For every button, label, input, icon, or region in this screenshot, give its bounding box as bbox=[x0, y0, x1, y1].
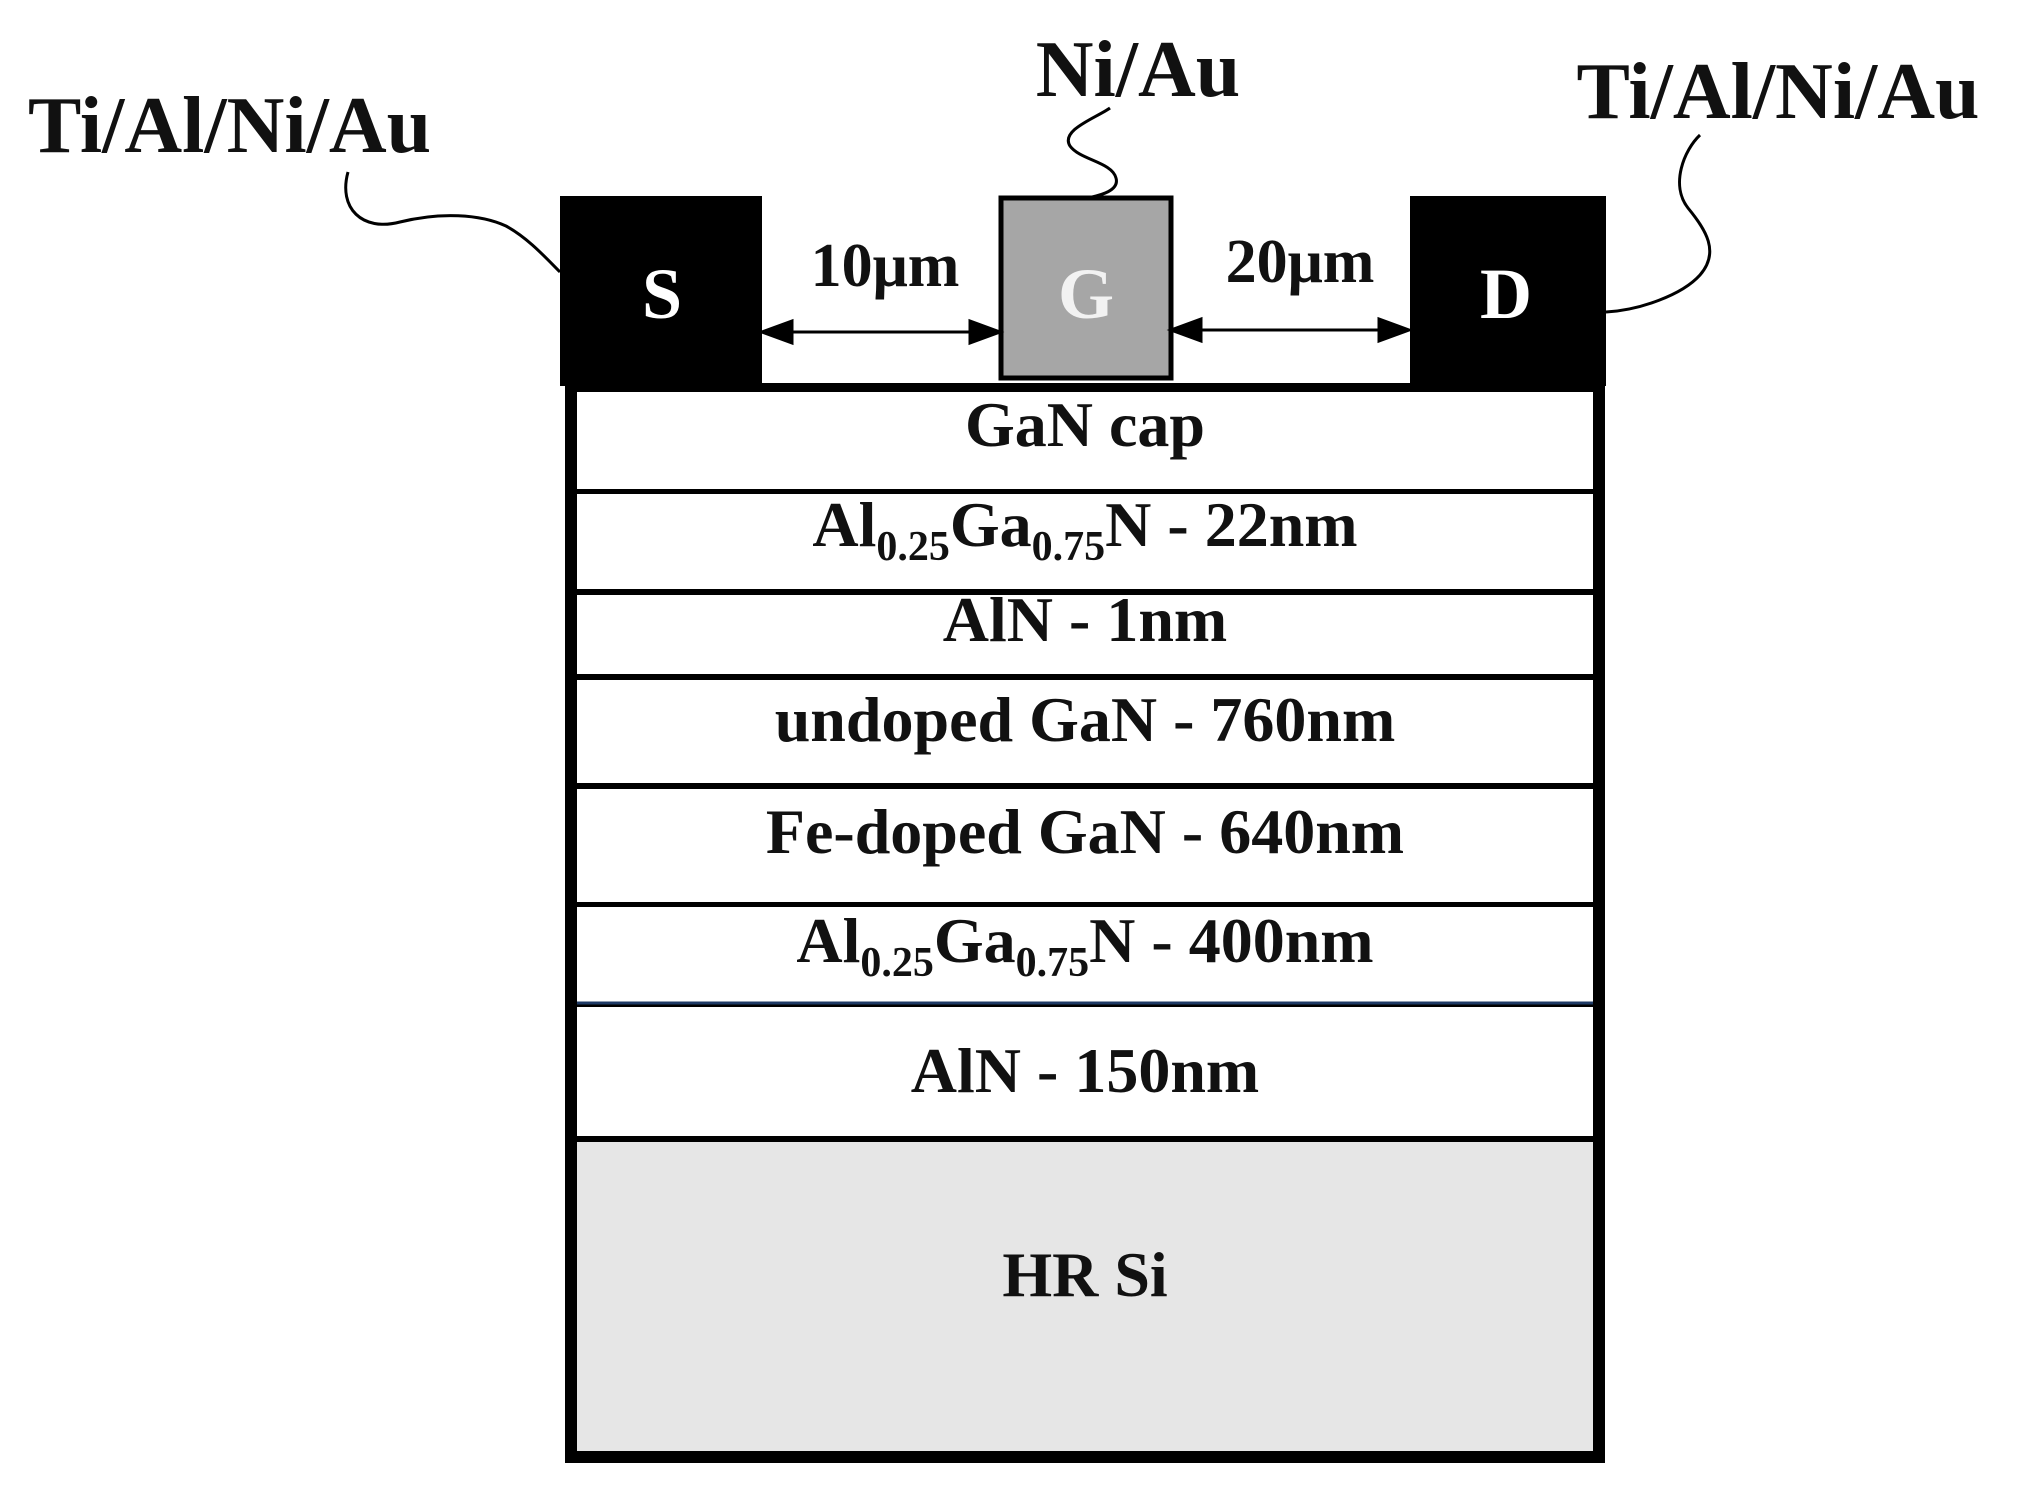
layer-label-gan-cap: GaN cap bbox=[965, 389, 1205, 460]
label-text: HR Si bbox=[1002, 1239, 1167, 1310]
layer-hr-si bbox=[577, 1142, 1593, 1451]
source-gate-spacing-arrow bbox=[757, 318, 1005, 346]
gate-drain-spacing-arrow bbox=[1166, 316, 1414, 344]
label-text: undoped GaN - 760nm bbox=[775, 684, 1396, 755]
subscript: 0.25 bbox=[860, 940, 934, 986]
layer-label-undoped-gan: undoped GaN - 760nm bbox=[775, 684, 1396, 755]
drain-contact bbox=[1410, 196, 1606, 386]
label-text: Fe-doped GaN - 640nm bbox=[766, 796, 1404, 867]
label-text: Ga bbox=[934, 905, 1016, 976]
layer-gan-cap bbox=[577, 392, 1593, 489]
subscript: 0.25 bbox=[876, 524, 950, 570]
drain-leader-line bbox=[1605, 133, 1712, 314]
source-gate-spacing-label: 10μm bbox=[811, 232, 960, 300]
layer-label-aln-1nm: AlN - 1nm bbox=[943, 584, 1227, 655]
layer-label-fe-doped-gan: Fe-doped GaN - 640nm bbox=[766, 796, 1404, 867]
layer-label-aln-150nm: AlN - 150nm bbox=[911, 1035, 1259, 1106]
layer-aln-1nm bbox=[577, 595, 1593, 674]
drain-letter: D bbox=[1480, 254, 1532, 334]
layer-fe-doped-gan bbox=[577, 789, 1593, 902]
gate-letter: G bbox=[1058, 254, 1114, 334]
layer-label-hr-si: HR Si bbox=[1002, 1239, 1167, 1310]
drain-metal-label: Ti/Al/Ni/Au bbox=[1576, 48, 1979, 136]
subscript: 0.75 bbox=[1016, 940, 1090, 986]
layer-label-algan-400nm: Al0.25Ga0.75N - 400nm bbox=[796, 905, 1373, 986]
gate-metal-label: Ni/Au bbox=[1036, 26, 1241, 114]
label-text: N - 400nm bbox=[1089, 905, 1373, 976]
source-letter: S bbox=[642, 254, 682, 334]
layer-undoped-gan bbox=[577, 680, 1593, 783]
gate-contact bbox=[998, 195, 1174, 381]
layer-algan-400nm bbox=[577, 907, 1593, 1002]
label-text: Ga bbox=[950, 489, 1032, 560]
label-text: Al bbox=[812, 489, 876, 560]
source-metal-label: Ti/Al/Ni/Au bbox=[28, 82, 431, 170]
label-text: AlN - 150nm bbox=[911, 1035, 1259, 1106]
gate-drain-spacing-label: 20μm bbox=[1226, 228, 1375, 296]
source-contact bbox=[560, 196, 762, 386]
gate-leader-line bbox=[1066, 106, 1118, 200]
label-text: Al bbox=[796, 905, 860, 976]
source-leader-line bbox=[344, 171, 562, 274]
subscript: 0.75 bbox=[1032, 524, 1106, 570]
label-text: AlN - 1nm bbox=[943, 584, 1227, 655]
layer-label-algan-22nm: Al0.25Ga0.75N - 22nm bbox=[812, 489, 1357, 570]
layer-aln-150nm bbox=[577, 1007, 1593, 1136]
label-text: GaN cap bbox=[965, 389, 1205, 460]
layer-algan-22nm bbox=[577, 494, 1593, 589]
label-text: N - 22nm bbox=[1105, 489, 1357, 560]
